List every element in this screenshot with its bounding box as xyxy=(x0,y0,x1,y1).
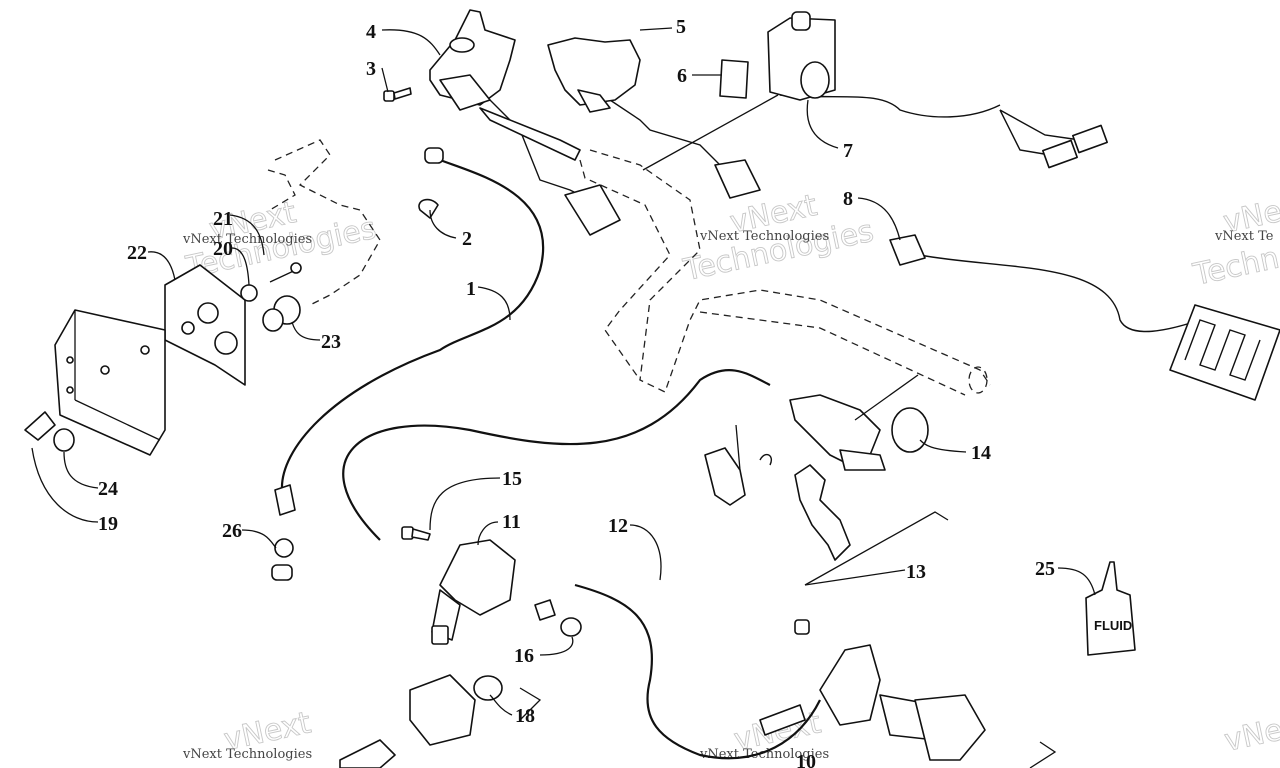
switch-housing xyxy=(547,37,641,113)
callout-26: 26 xyxy=(222,520,242,542)
callout-10: 10 xyxy=(796,751,816,768)
switch-block xyxy=(767,11,836,101)
watermark-partial-company: vNext Te xyxy=(1214,229,1274,244)
callout-24: 24 xyxy=(98,478,118,500)
screw xyxy=(383,87,412,102)
heater-element xyxy=(1169,304,1280,401)
nut xyxy=(534,599,582,637)
callout-18: 18 xyxy=(515,705,535,727)
master-cylinder xyxy=(789,394,929,471)
bottom-bracket xyxy=(339,674,503,768)
mounting-block xyxy=(54,309,166,456)
leader-lines xyxy=(31,27,1096,768)
callout-25: 25 xyxy=(1035,558,1055,580)
brake-lever xyxy=(704,424,851,561)
brake-caliper xyxy=(759,619,986,761)
fluid-bottle: FLUID xyxy=(1085,561,1136,656)
throttle-housing xyxy=(429,9,581,161)
callout-23: 23 xyxy=(321,331,341,353)
callout-21: 21 xyxy=(213,208,233,230)
sensor-fitting xyxy=(24,411,75,452)
callout-16: 16 xyxy=(514,645,534,667)
decal xyxy=(719,59,749,99)
cable-fittings xyxy=(271,484,296,581)
callout-1: 1 xyxy=(466,278,476,300)
brake-switch xyxy=(431,539,516,645)
handlebar-outline xyxy=(267,139,991,396)
callout-15: 15 xyxy=(502,468,522,490)
callout-19: 19 xyxy=(98,513,118,535)
callout-20: 20 xyxy=(213,238,233,260)
callout-13: 13 xyxy=(906,561,926,583)
cables xyxy=(280,94,1201,760)
callout-12: 12 xyxy=(608,515,628,537)
watermark-group: vNext xyxy=(1221,706,1280,759)
connectors xyxy=(564,124,1108,266)
callout-14: 14 xyxy=(971,442,991,464)
callout-2: 2 xyxy=(462,228,472,250)
watermark-company: vNext Technologies xyxy=(182,747,312,762)
clip xyxy=(418,147,444,219)
callout-7: 7 xyxy=(843,140,853,162)
bolt xyxy=(401,526,431,541)
callout-8: 8 xyxy=(843,188,853,210)
watermark-company: vNext Technologies xyxy=(182,232,312,247)
callout-4: 4 xyxy=(366,21,376,43)
callout-11: 11 xyxy=(502,511,521,533)
watermark-partial-word: Techn xyxy=(1190,241,1280,293)
callout-22: 22 xyxy=(127,242,147,264)
watermark-company: vNext Technologies xyxy=(699,229,829,244)
callout-labels: 1 2 3 4 5 6 7 8 10 11 12 13 14 15 16 18 … xyxy=(98,16,1055,768)
grommet xyxy=(262,295,301,332)
callout-6: 6 xyxy=(677,65,687,87)
callout-3: 3 xyxy=(366,58,376,80)
bracket-plate xyxy=(164,264,246,386)
watermark-brand: vNext xyxy=(1221,706,1280,759)
callout-5: 5 xyxy=(676,16,686,38)
bottle-label: FLUID xyxy=(1094,618,1132,633)
